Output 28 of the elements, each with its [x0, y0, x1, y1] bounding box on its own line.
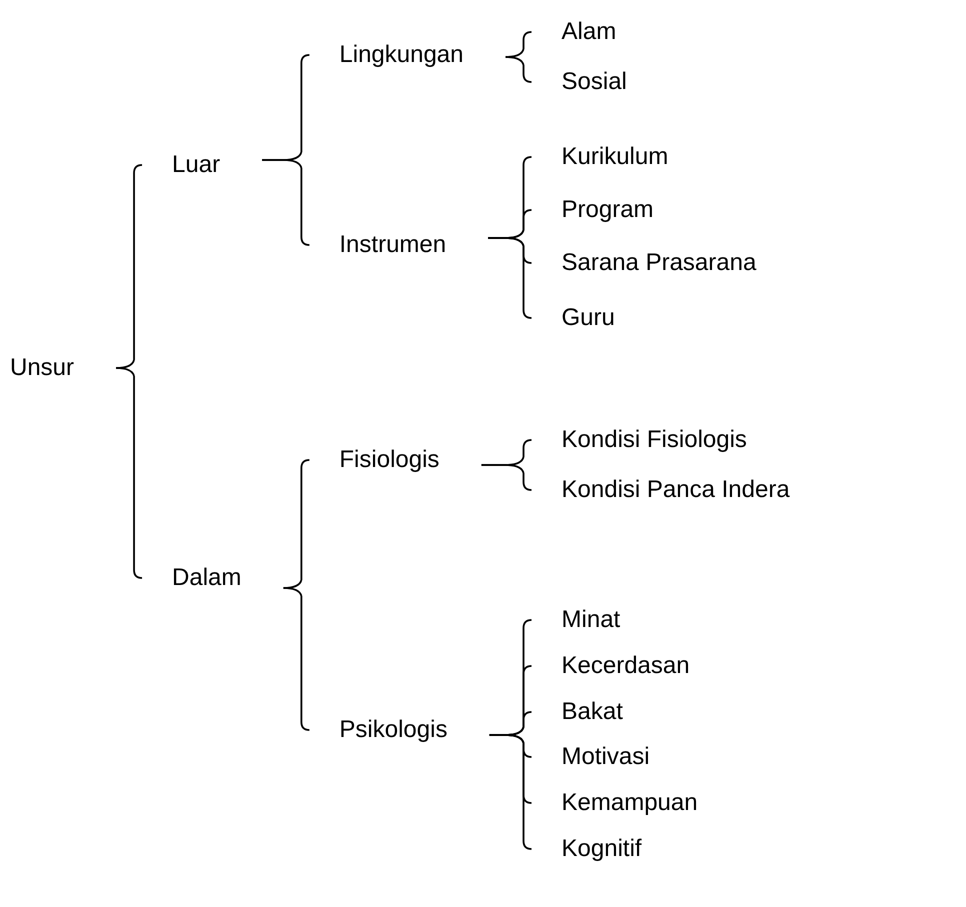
category-label: Guru: [532, 304, 615, 332]
category-label: Kurikulum: [532, 143, 668, 171]
brace-connector: [487, 237, 532, 319]
category-label: Kecerdasan: [532, 652, 690, 680]
category-label: Bakat: [532, 698, 623, 726]
category-label: Lingkungan: [309, 41, 506, 69]
category-label: Kondisi Panca Indera: [532, 476, 790, 504]
category-label: Instrumen: [309, 231, 488, 259]
category-label: Kondisi Fisiologis: [532, 426, 747, 454]
brace-connector: [282, 587, 310, 731]
brace-connector: [480, 464, 532, 491]
category-label: Motivasi: [532, 743, 650, 771]
category-label: Sosial: [532, 68, 627, 96]
category-label: Kemampuan: [532, 789, 698, 817]
category-label: Dalam: [142, 564, 284, 592]
category-label: Unsur: [10, 354, 116, 382]
category-label: Psikologis: [309, 716, 490, 744]
brace-connector: [488, 734, 532, 850]
category-label: Alam: [532, 18, 616, 46]
brace-connector: [504, 56, 532, 83]
category-label: Luar: [142, 151, 262, 179]
category-label: Kognitif: [532, 835, 642, 863]
category-label: Sarana Prasarana: [532, 249, 756, 277]
category-label: Fisiologis: [309, 446, 482, 474]
brace-connector: [115, 367, 143, 579]
category-label: Minat: [532, 606, 620, 634]
category-label: Program: [532, 196, 654, 224]
brace-connector: [261, 159, 310, 246]
